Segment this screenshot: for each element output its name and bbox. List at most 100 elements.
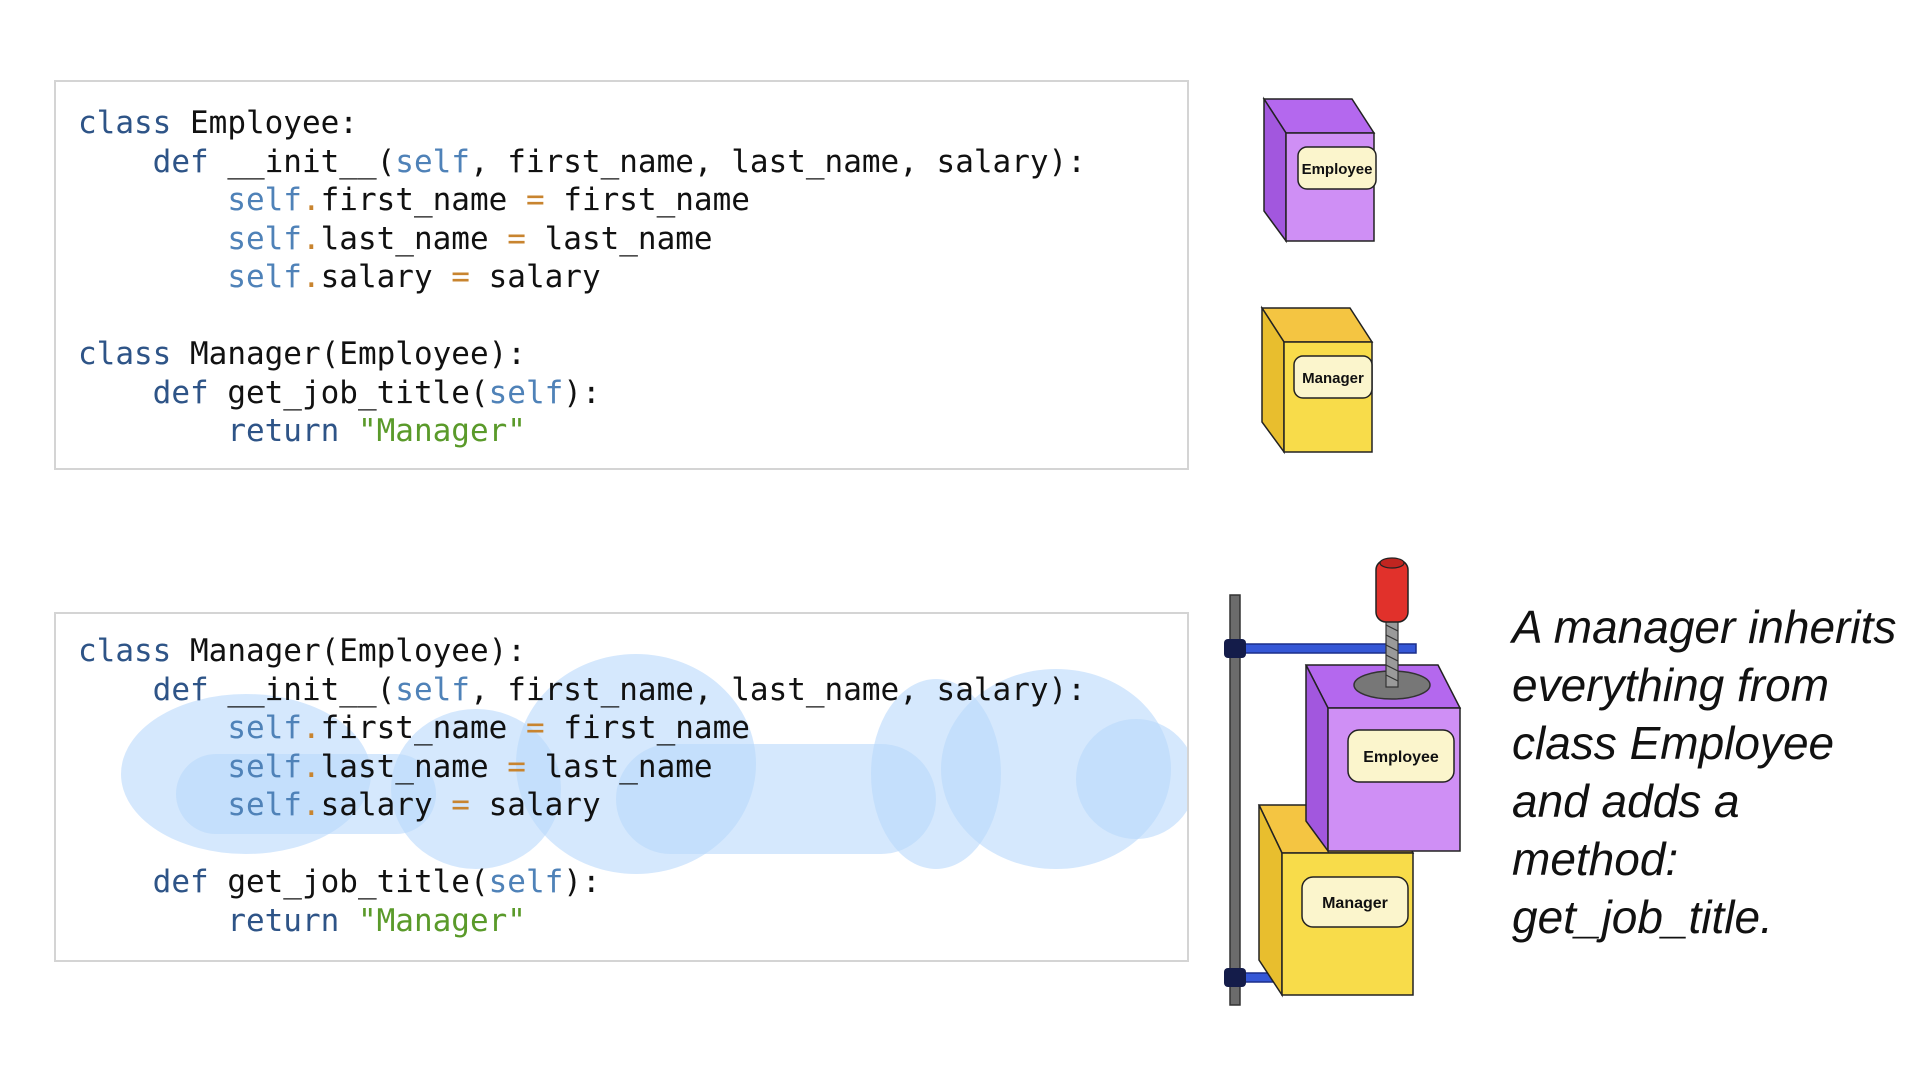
stand-pole: [1229, 594, 1241, 1006]
code-token: .: [301, 182, 321, 218]
code-token: =: [507, 748, 526, 785]
highlight-cloud: [121, 654, 1187, 874]
code-token: =: [525, 182, 545, 218]
code-token: first_name: [320, 710, 526, 746]
code-token: self: [227, 220, 302, 257]
code-token: [78, 864, 153, 900]
code-line: self.salary = salary: [78, 258, 1086, 297]
code-token: =: [507, 220, 526, 257]
code-token: .: [301, 220, 321, 257]
code-line: def __init__(self, first_name, last_name…: [78, 671, 1086, 710]
code-token: class: [78, 336, 172, 372]
code-token: get_job_title(: [208, 374, 489, 411]
code-token: salary: [320, 259, 452, 295]
code-token: [339, 903, 358, 939]
code-token: [78, 221, 227, 257]
code-token: return: [227, 902, 340, 939]
code-token: def: [152, 671, 209, 708]
code-token: self: [227, 748, 302, 785]
code-token: =: [451, 787, 470, 823]
press-handle: [1375, 559, 1409, 623]
code-token: Manager(Employee):: [171, 336, 526, 372]
code-token: def: [152, 143, 209, 180]
code-token: class: [78, 633, 172, 669]
code-token: class: [78, 105, 172, 141]
code-token: [78, 413, 227, 449]
code-token: __init__(: [208, 671, 396, 708]
code-token: [78, 375, 153, 411]
code-token: def: [152, 864, 209, 900]
code-token: [78, 182, 227, 218]
code-token: last_name: [525, 220, 713, 257]
manager-box-top-label: Manager: [1302, 370, 1364, 387]
code-line: def get_job_title(self):: [78, 863, 1086, 902]
code-token: self: [227, 259, 302, 295]
code-token: .: [301, 748, 321, 785]
code-token: def: [152, 374, 209, 411]
code-token: [78, 710, 227, 746]
code-token: [78, 144, 153, 180]
code-token: last_name: [525, 748, 713, 785]
code-token: first_name: [320, 182, 526, 218]
code-token: __init__(: [208, 143, 396, 180]
code-line: class Manager(Employee):: [78, 632, 1086, 671]
code-block-bottom: class Manager(Employee): def __init__(se…: [78, 632, 1086, 940]
code-token: self: [488, 864, 564, 900]
code-token: self: [227, 182, 302, 218]
manager-box-top: Manager: [1260, 305, 1374, 455]
code-token: self: [395, 143, 470, 180]
code-token: self: [227, 787, 302, 823]
code-token: .: [301, 787, 321, 823]
code-panel-top: class Employee: def __init__(self, first…: [54, 80, 1189, 470]
code-token: =: [525, 710, 545, 746]
employee-box-top: Employee: [1262, 96, 1377, 244]
code-token: Manager(Employee):: [171, 633, 526, 669]
code-token: [78, 672, 153, 708]
code-token: , first_name, last_name, salary):: [469, 671, 1086, 708]
code-line: def __init__(self, first_name, last_name…: [78, 143, 1086, 182]
code-token: get_job_title(: [208, 864, 489, 900]
code-token: return: [227, 413, 340, 449]
code-token: [78, 259, 227, 295]
code-token: ):: [563, 864, 601, 900]
code-token: "Manager": [357, 413, 526, 449]
inheritance-assembly: Manager Employee: [1224, 557, 1462, 1006]
code-token: , first_name, last_name, salary):: [469, 143, 1086, 180]
code-line: return "Manager": [78, 902, 1086, 941]
code-line: def get_job_title(self):: [78, 374, 1086, 413]
code-line: class Employee:: [78, 104, 1086, 143]
code-token: .: [301, 710, 321, 746]
clamp-knob-top: [1224, 639, 1246, 658]
code-token: .: [301, 259, 321, 295]
employee-box-bottom: Employee: [1304, 664, 1462, 854]
code-panel-bottom: class Manager(Employee): def __init__(se…: [54, 612, 1189, 962]
code-token: ):: [563, 374, 601, 411]
code-token: last_name: [320, 748, 508, 785]
code-token: "Manager": [357, 902, 526, 939]
code-line: [78, 825, 1086, 864]
code-token: =: [451, 259, 470, 295]
code-token: salary: [469, 787, 601, 823]
code-token: self: [395, 671, 470, 708]
code-line: self.last_name = last_name: [78, 748, 1086, 787]
code-line: self.first_name = first_name: [78, 709, 1086, 748]
code-token: [78, 903, 227, 939]
code-token: salary: [469, 259, 601, 295]
code-line: self.first_name = first_name: [78, 181, 1086, 220]
code-token: salary: [320, 787, 452, 823]
manager-box-bottom-label: Manager: [1322, 895, 1388, 912]
code-token: Employee:: [171, 105, 358, 141]
code-line: class Manager(Employee):: [78, 335, 1086, 374]
code-token: [78, 787, 227, 823]
code-token: first_name: [544, 182, 750, 218]
code-line: [78, 297, 1086, 336]
employee-box-bottom-label: Employee: [1363, 749, 1439, 766]
code-line: self.salary = salary: [78, 786, 1086, 825]
caption-text: A manager inherits everything from class…: [1512, 601, 1897, 943]
code-token: self: [227, 710, 302, 746]
code-token: self: [488, 374, 564, 411]
code-line: return "Manager": [78, 412, 1086, 451]
code-block-top: class Employee: def __init__(self, first…: [78, 104, 1086, 451]
code-token: first_name: [544, 710, 750, 746]
code-line: self.last_name = last_name: [78, 220, 1086, 259]
